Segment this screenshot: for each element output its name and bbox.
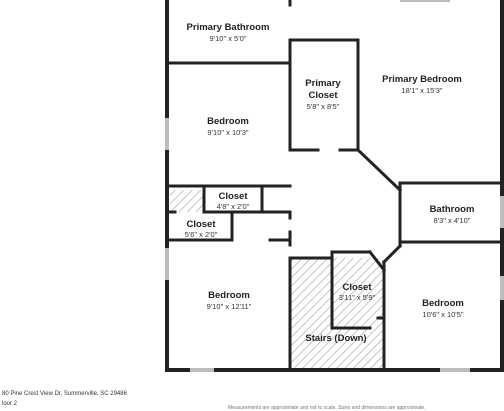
bathroom-dims: 8'3" x 4'10" bbox=[434, 216, 471, 225]
bedroom-lower-left-name: Bedroom bbox=[208, 290, 250, 301]
shaft-hatch bbox=[170, 190, 204, 212]
windows bbox=[165, 0, 504, 372]
closet-c-name: Closet bbox=[342, 282, 372, 293]
disclaimer-text: Measurements are approximate and not to … bbox=[228, 405, 426, 411]
closet-a-dims: 4'8" x 2'0" bbox=[217, 202, 250, 211]
bedroom-lower-left-dims: 9'10" x 12'11" bbox=[207, 302, 252, 311]
primary-closet-name-line2: Closet bbox=[308, 90, 338, 101]
closet-b-name: Closet bbox=[186, 219, 216, 230]
bedroom-lower-right-name: Bedroom bbox=[422, 298, 464, 309]
bathroom-name: Bathroom bbox=[430, 204, 475, 215]
floor-label: loor 2 bbox=[2, 401, 18, 407]
stairs-label: Stairs (Down) bbox=[305, 333, 366, 344]
closet-b-dims: 5'6" x 2'0" bbox=[185, 230, 218, 239]
bedroom-upper-dims: 9'10" x 10'3" bbox=[207, 128, 248, 137]
primary-bathroom-dims: 9'10" x 5'0" bbox=[210, 34, 247, 43]
primary-bathroom-name: Primary Bathroom bbox=[187, 22, 270, 33]
primary-bedroom-name: Primary Bedroom bbox=[382, 74, 462, 85]
address-text: 80 Pine Crest View Dr, Summerville, SC 2… bbox=[2, 391, 127, 397]
primary-closet-dims: 5'8" x 8'5" bbox=[307, 102, 340, 111]
primary-bedroom-dims: 18'1" x 15'3" bbox=[401, 86, 442, 95]
bedroom-lower-right-dims: 10'6" x 10'5" bbox=[422, 310, 463, 319]
closet-c-dims: 3'11" x 5'9" bbox=[339, 293, 376, 302]
interior-walls bbox=[165, 0, 504, 372]
bedroom-upper-name: Bedroom bbox=[207, 116, 249, 127]
primary-closet-name-line1: Primary bbox=[305, 78, 341, 89]
stairs-hatch bbox=[290, 258, 384, 368]
closet-a-name: Closet bbox=[218, 191, 248, 202]
